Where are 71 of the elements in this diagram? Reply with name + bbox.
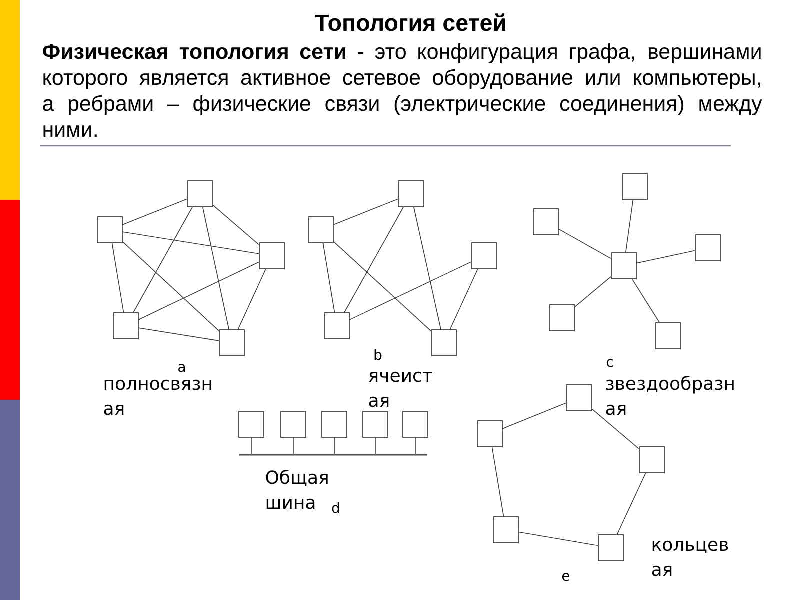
link-line (344, 207, 404, 313)
link-line (632, 279, 660, 323)
node-square (598, 534, 624, 562)
node-square (549, 304, 575, 332)
link-line (636, 250, 696, 264)
node-square (97, 216, 123, 244)
caption: кольцев ая (652, 540, 728, 576)
node-square (639, 446, 665, 474)
link-line (238, 269, 266, 330)
link-line (334, 438, 335, 454)
link-line (112, 243, 124, 313)
link-line (138, 328, 220, 342)
link-line (414, 207, 442, 330)
link-line (415, 438, 416, 454)
figure-letter: e (562, 573, 570, 582)
link-line (202, 207, 230, 330)
node-square (695, 234, 721, 262)
bus-line (240, 454, 428, 456)
node-square (493, 516, 519, 544)
node-square (238, 411, 264, 438)
node-square (533, 208, 559, 236)
link-line (492, 447, 504, 517)
link-line (616, 473, 646, 535)
figure-letter: d (332, 502, 340, 514)
node-square (477, 420, 503, 448)
node-square (187, 180, 213, 208)
figure-letter: a (178, 364, 185, 372)
node-square (219, 330, 245, 356)
title: Топология сетей (315, 14, 506, 32)
link-line (122, 232, 260, 254)
caption: звездообразн ая (606, 376, 734, 416)
node-square (362, 411, 388, 438)
link-line (502, 402, 566, 430)
link-line (592, 408, 640, 450)
link-line (558, 228, 612, 260)
link-line (334, 242, 432, 332)
link-line (212, 204, 260, 246)
link-line (133, 207, 193, 313)
link-line (122, 198, 188, 226)
caption: Общая шина (266, 470, 328, 510)
link-line (518, 532, 598, 546)
link-line (293, 438, 294, 454)
paragraph: Физическая топология сети - это конфигурация графа, вершинами которого является активное сетевое оборудование или компьютеры, а ребрами – физические связи (электрические соединения) между ними. (43, 43, 762, 137)
caption: ячеист ая (369, 372, 432, 408)
link-line (574, 276, 612, 308)
link-line (350, 262, 472, 320)
link-line (251, 438, 252, 454)
node-square (113, 312, 139, 340)
link-line (122, 242, 220, 332)
node-square (259, 242, 285, 270)
node-square (322, 411, 348, 438)
figure-letter: b (374, 349, 382, 360)
node-square (398, 180, 424, 208)
node-square (324, 312, 350, 340)
node-square (655, 322, 681, 350)
node-square (611, 252, 637, 280)
link-line (625, 200, 634, 253)
node-square (566, 384, 592, 412)
link-line (138, 262, 260, 320)
node-square (402, 411, 428, 438)
node-square (431, 330, 457, 356)
node-square (471, 242, 497, 270)
node-square (622, 174, 648, 200)
figure-letter: c (606, 359, 613, 368)
caption: полносвязн ая (104, 380, 212, 416)
link-line (375, 438, 376, 454)
link-line (322, 243, 336, 313)
link-line (450, 269, 478, 330)
node-square (308, 216, 334, 244)
link-line (334, 198, 398, 226)
node-square (280, 411, 306, 438)
